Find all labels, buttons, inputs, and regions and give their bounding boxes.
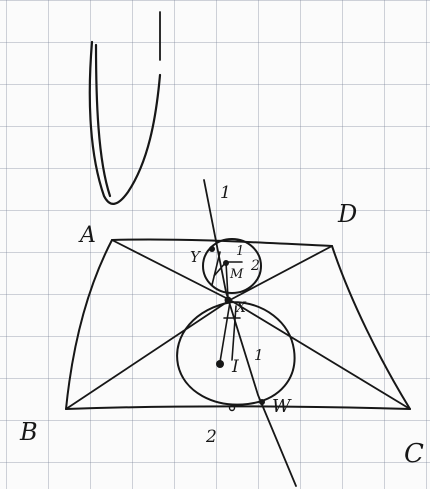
line-one [203, 179, 297, 487]
scribble-u [88, 40, 162, 205]
label-C: C [404, 439, 424, 469]
label-one-big: 1 [254, 346, 264, 364]
point-X [224, 296, 232, 304]
label-two-bottom: 2 [205, 427, 217, 447]
label-W: W [272, 396, 292, 417]
big-radius [219, 301, 241, 363]
label-X: X [235, 300, 247, 316]
label-B: B [19, 418, 38, 446]
point-Y [209, 246, 215, 252]
label-I: I [231, 357, 239, 377]
label-one-small: 1 [236, 244, 244, 259]
label-M: M [229, 267, 244, 282]
small-circle [202, 238, 262, 294]
side-DC [331, 245, 411, 410]
point-I [216, 360, 224, 368]
diagonal-BD [65, 245, 333, 410]
label-one-top: 1 [220, 183, 231, 203]
label-A: A [78, 223, 96, 248]
label-D: D [337, 200, 357, 228]
label-two-small: 2 [250, 258, 260, 274]
point-M [223, 260, 229, 266]
side-BC [65, 405, 411, 410]
tangent-point [228, 404, 236, 412]
side-AB [65, 239, 113, 410]
label-Y: Y [190, 248, 202, 266]
point-W [259, 399, 265, 405]
small-radius [211, 251, 243, 299]
big-circle [176, 301, 296, 406]
